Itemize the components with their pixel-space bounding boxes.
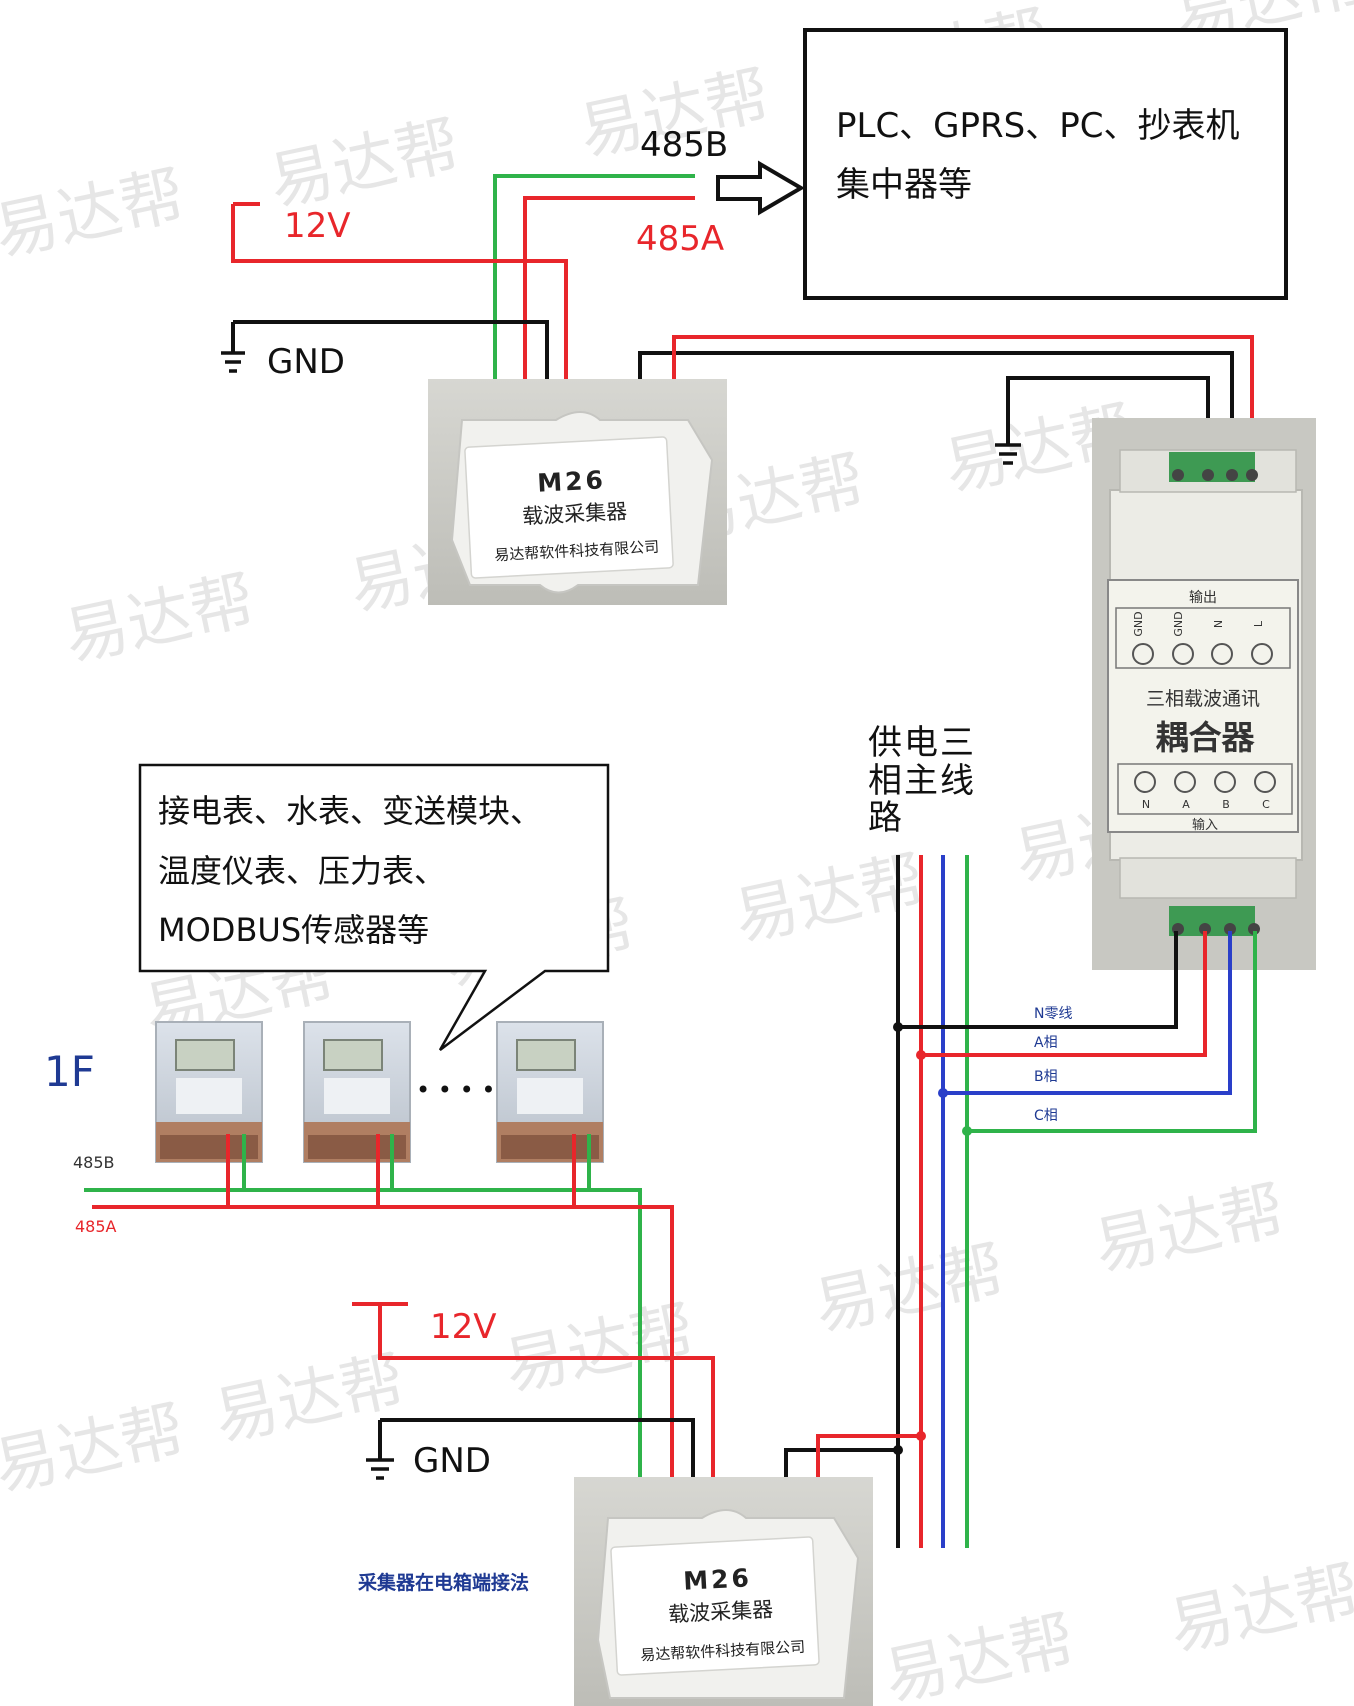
watermark: 易达帮 <box>728 843 931 955</box>
junction-dot <box>962 1126 972 1136</box>
coupler-title-big: 耦合器 <box>1156 718 1256 757</box>
target-system-line1: PLC、GPRS、PC、抄表机 <box>836 106 1239 146</box>
output-arrow <box>716 160 805 216</box>
collector-bottom-model: M26 <box>683 1563 753 1596</box>
phase-label-n: N零线 <box>1034 1006 1072 1022</box>
watermark: 易达帮 <box>58 563 261 675</box>
mains-label-line1: 供电三 <box>868 723 976 763</box>
callout-line3: MODBUS传感器等 <box>158 911 429 949</box>
coupler-out-terminal: GND <box>1132 611 1145 636</box>
collector-top-model: M26 <box>537 465 607 498</box>
callout-bubble <box>138 763 610 1051</box>
watermark: 易达帮 <box>878 1603 1081 1706</box>
junction-dot <box>916 1431 926 1441</box>
bus-label-485b: 485B <box>73 1153 115 1172</box>
coupler-in-terminal: C <box>1262 798 1270 811</box>
meter-device <box>496 1021 604 1163</box>
label-gnd-bottom: GND <box>413 1441 491 1481</box>
collector-device-bottom: M26 载波采集器 易达帮软件科技有限公司 <box>574 1477 873 1706</box>
mains-label-line2: 相主线 <box>868 761 976 801</box>
mains-lines <box>896 855 1257 1548</box>
junction-dot <box>916 1050 926 1060</box>
callout-line1: 接电表、水表、变送模块、 <box>158 792 542 830</box>
ground-icon <box>366 1458 394 1480</box>
coupler-in-terminal: N <box>1142 798 1150 811</box>
label-485a-top: 485A <box>636 219 724 259</box>
callout-line2: 温度仪表、压力表、 <box>158 852 446 890</box>
floor-label: 1F <box>44 1047 95 1096</box>
phase-label-a: A相 <box>1034 1035 1058 1051</box>
watermark: 易达帮 <box>263 108 466 220</box>
collector-top-name: 载波采集器 <box>522 499 628 528</box>
mains-label-line3: 路 <box>868 798 902 838</box>
collector-note: 采集器在电箱端接法 <box>358 1571 529 1594</box>
watermark: 易达帮 <box>0 1393 191 1505</box>
collector-device-top: M26 载波采集器 易达帮软件科技有限公司 <box>428 379 727 605</box>
collector-bottom-name: 载波采集器 <box>668 1597 774 1626</box>
coupler-input-label: 输入 <box>1192 817 1218 833</box>
meter-device <box>303 1021 411 1163</box>
label-12v-bottom: 12V <box>430 1307 497 1347</box>
coupler-output-label: 输出 <box>1189 590 1217 606</box>
target-system-line2: 集中器等 <box>836 165 972 205</box>
phase-label-b: B相 <box>1034 1069 1058 1085</box>
watermark: 易达帮 <box>1163 1553 1354 1665</box>
junction-dot <box>938 1088 948 1098</box>
watermark: 易达帮 <box>0 158 191 270</box>
coupler-out-terminal: L <box>1252 620 1265 627</box>
coupler-in-terminal: A <box>1182 798 1190 811</box>
coupler-out-terminal: GND <box>1172 611 1185 636</box>
coupler-in-terminal: B <box>1222 798 1230 811</box>
junction-dot <box>893 1445 903 1455</box>
ground-icon <box>221 351 245 373</box>
phase-label-c: C相 <box>1034 1108 1058 1124</box>
label-485b-top: 485B <box>640 125 728 165</box>
junction-dot <box>893 1022 903 1032</box>
coupler-out-terminal: N <box>1212 620 1225 628</box>
meter-device <box>155 1021 263 1163</box>
ground-icon <box>995 443 1021 465</box>
label-12v-top: 12V <box>284 206 351 246</box>
coupler-device: 输出 GND GND N L 三相载波通讯 耦合器 N A B C 输入 <box>1092 418 1316 970</box>
bus-wiring <box>84 1134 921 1508</box>
watermark: 易达帮 <box>808 1233 1011 1345</box>
label-gnd-top: GND <box>267 342 345 382</box>
coupler-title-small: 三相载波通讯 <box>1146 688 1260 710</box>
target-system-box <box>803 28 1288 300</box>
watermark: 易达帮 <box>1088 1173 1291 1285</box>
bus-label-485a: 485A <box>75 1217 117 1236</box>
ellipsis-dots: • • • • <box>416 1076 496 1104</box>
